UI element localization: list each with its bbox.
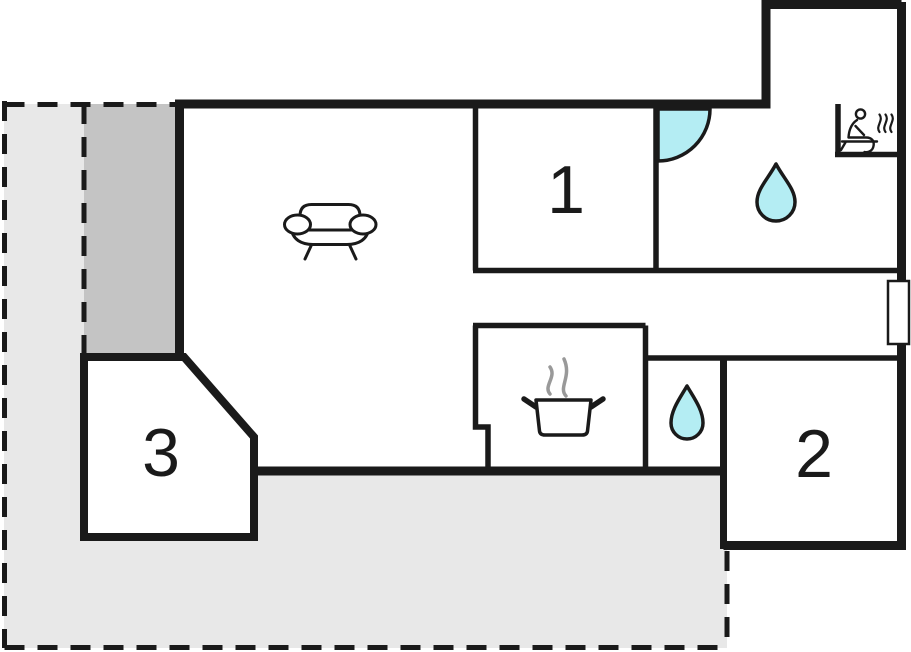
room-2-label: 2	[795, 416, 833, 492]
water-drop-icon-bathroom	[755, 162, 797, 223]
sofa-legs	[303, 244, 358, 261]
sauna-person-head	[854, 108, 867, 120]
pot-body	[534, 398, 593, 437]
sauna-bench	[839, 140, 879, 152]
sofa-back	[298, 203, 362, 232]
sauna-icon	[839, 108, 894, 154]
sofa-icon	[283, 203, 378, 261]
room-3-outline	[80, 353, 258, 541]
water-drop-icon-shower	[669, 384, 705, 441]
room-1-label: 1	[547, 152, 585, 228]
pot-steam	[546, 357, 569, 398]
cooking-pot-icon	[521, 357, 606, 437]
sofa-seat	[289, 225, 371, 246]
pot-handles	[521, 396, 606, 410]
room-3-label: 3	[142, 415, 180, 491]
covered-terrace-area	[84, 104, 179, 357]
door-swing-icon	[656, 107, 712, 163]
terrace-boundary-dashed	[2, 101, 730, 650]
building-footprint	[179, 4, 902, 546]
exterior-walls	[175, 0, 906, 550]
sauna-person-body	[847, 118, 875, 154]
sauna-steam	[877, 113, 894, 134]
sofa-armrest-left	[283, 213, 312, 236]
interior-walls	[472, 104, 899, 468]
sofa-armrest-right	[348, 213, 378, 236]
window-marker	[886, 279, 911, 346]
